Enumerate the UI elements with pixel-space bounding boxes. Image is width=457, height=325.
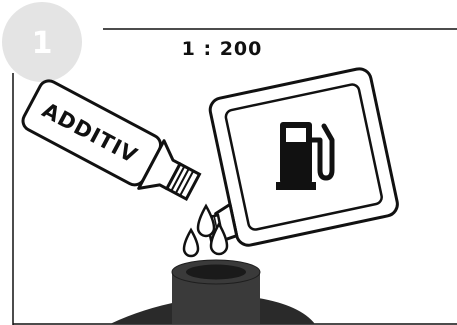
tank-filler-neck-icon <box>110 260 315 324</box>
filler-opening <box>186 265 246 280</box>
step-number: 1 <box>32 26 53 61</box>
additive-bottle-icon: ADDITIV <box>19 77 205 210</box>
droplet-icon <box>184 230 198 256</box>
mix-ratio: 1 : 200 <box>182 38 263 60</box>
step-badge: 1 <box>2 2 82 82</box>
fuel-canister-icon <box>183 67 400 253</box>
droplet-icon <box>198 206 214 236</box>
